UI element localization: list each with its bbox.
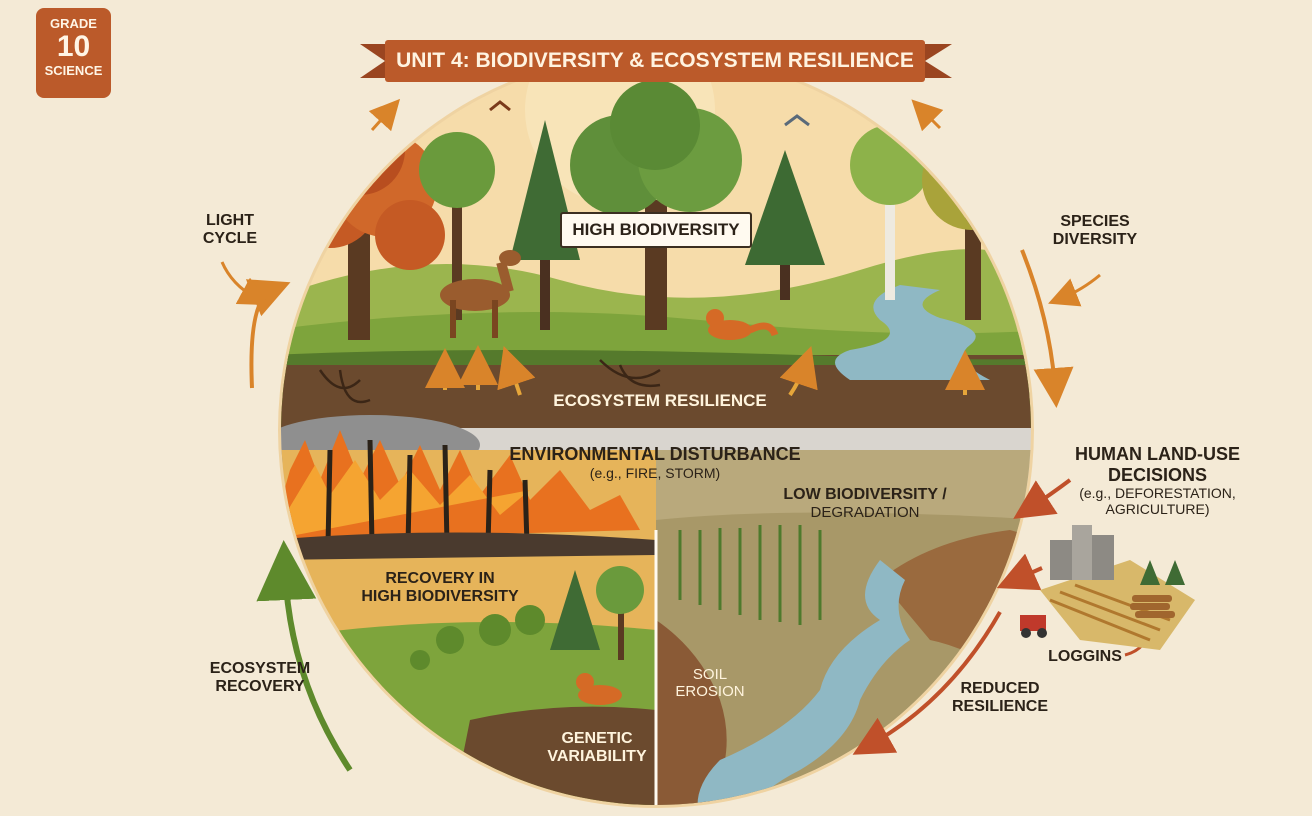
deer (440, 250, 521, 338)
recovery-line2: HIGH BIODIVERSITY (361, 588, 519, 606)
title-banner (360, 40, 952, 82)
light-cycle-label: LIGHT CYCLE (190, 212, 270, 249)
top-right-arrow (911, 99, 944, 132)
roots (318, 359, 661, 404)
species-diversity-line2: DIVERSITY (1052, 231, 1138, 249)
human-decisions-arrow-1 (1013, 478, 1072, 519)
soil-arrow-3 (497, 346, 536, 396)
low-biodiversity-label: LOW BIODIVERSITY / DEGRADATION (770, 486, 960, 522)
ecosystem-recovery-arrow (256, 540, 353, 772)
fox-bottom (576, 673, 622, 705)
genetic-line2: VARIABILITY (547, 748, 647, 766)
recovery-line1: RECOVERY IN (385, 570, 495, 587)
env-disturbance-title: ENVIRONMENTAL DISTURBANCE (509, 444, 801, 464)
soil-erosion-line1: SOIL (692, 666, 728, 683)
top-left-arrow (368, 98, 401, 132)
eroded-bank (656, 620, 727, 805)
soil-erosion-label: SOIL EROSION (670, 666, 750, 701)
light-cycle-line2: CYCLE (202, 230, 258, 248)
reduced-resilience-line2: RESILIENCE (951, 698, 1048, 716)
species-diversity-label: SPECIES DIVERSITY (1040, 213, 1150, 250)
genetic-line1: GENETIC (561, 730, 633, 747)
crop-rows (678, 525, 822, 625)
light-cycle-line1: LIGHT (206, 212, 254, 229)
subject-label: SCIENCE (44, 63, 103, 78)
species-diversity-line1: SPECIES (1060, 213, 1130, 230)
recovery-high-biodiversity-label: RECOVERY IN HIGH BIODIVERSITY (345, 570, 535, 607)
human-land-use-label: HUMAN LAND-USE DECISIONS (e.g., DEFOREST… (1070, 444, 1245, 518)
reduced-resilience-label: REDUCED RESILIENCE (940, 680, 1060, 717)
ecosystem-recovery-label: ECOSYSTEM RECOVERY (205, 660, 315, 697)
low-biodiversity-line2: DEGRADATION (810, 504, 920, 522)
reduced-resilience-arrow (852, 611, 1002, 755)
recovery-tree (596, 566, 644, 660)
human-land-use-line2: DECISIONS (1107, 464, 1208, 485)
human-land-use-line1: HUMAN LAND-USE (1075, 444, 1240, 464)
cycle-arrow-right-down (1020, 249, 1074, 408)
light-cycle-arrow (220, 261, 270, 306)
soil-erosion-line2: EROSION (675, 683, 745, 701)
river-bottom (697, 560, 910, 805)
page-title: UNIT 4: BIODIVERSITY & ECOSYSTEM RESILIE… (396, 49, 914, 72)
environmental-disturbance-label: ENVIRONMENTAL DISTURBANCE (e.g., FIRE, S… (500, 444, 810, 481)
bird-2 (784, 114, 810, 127)
fox-top (706, 309, 779, 340)
ecosystem-recovery-line1: ECOSYSTEM (209, 660, 311, 677)
env-disturbance-example: (e.g., FIRE, STORM) (589, 464, 721, 481)
ecosystem-resilience-label: ECOSYSTEM RESILIENCE (553, 391, 767, 410)
human-land-use-example1: (e.g., DEFORESTATION, (1079, 485, 1236, 502)
human-land-use-example2: AGRICULTURE) (1105, 501, 1210, 518)
soil-arrow-4 (779, 346, 818, 397)
ecosystem-recovery-line2: RECOVERY (215, 678, 305, 696)
ash-line (281, 532, 656, 560)
saplings (410, 605, 545, 670)
cycle-arrow-left-up (245, 279, 291, 389)
small-tree-left (419, 132, 495, 320)
loggins-label: LOGGINS (1048, 648, 1122, 665)
fire-inner (281, 460, 530, 540)
human-decisions-arrow-2 (996, 553, 1043, 591)
low-biodiversity-line1: LOW BIODIVERSITY / (783, 486, 947, 503)
grade-badge: GRADE 10 SCIENCE (36, 8, 111, 98)
oak-tree (570, 80, 742, 330)
grade-label: GRADE (50, 16, 97, 31)
reduced-resilience-line1: REDUCED (960, 680, 1040, 697)
recovery-pine (550, 570, 600, 650)
pine-tree-2 (745, 150, 825, 300)
species-diversity-arrow (1048, 273, 1101, 307)
bird-1 (489, 100, 511, 112)
high-biodiversity-label: HIGH BIODIVERSITY (560, 212, 752, 248)
genetic-variability-label: GENETIC VARIABILITY (542, 730, 652, 767)
land-use-vignette (1020, 525, 1195, 650)
grade-number: 10 (56, 30, 91, 63)
